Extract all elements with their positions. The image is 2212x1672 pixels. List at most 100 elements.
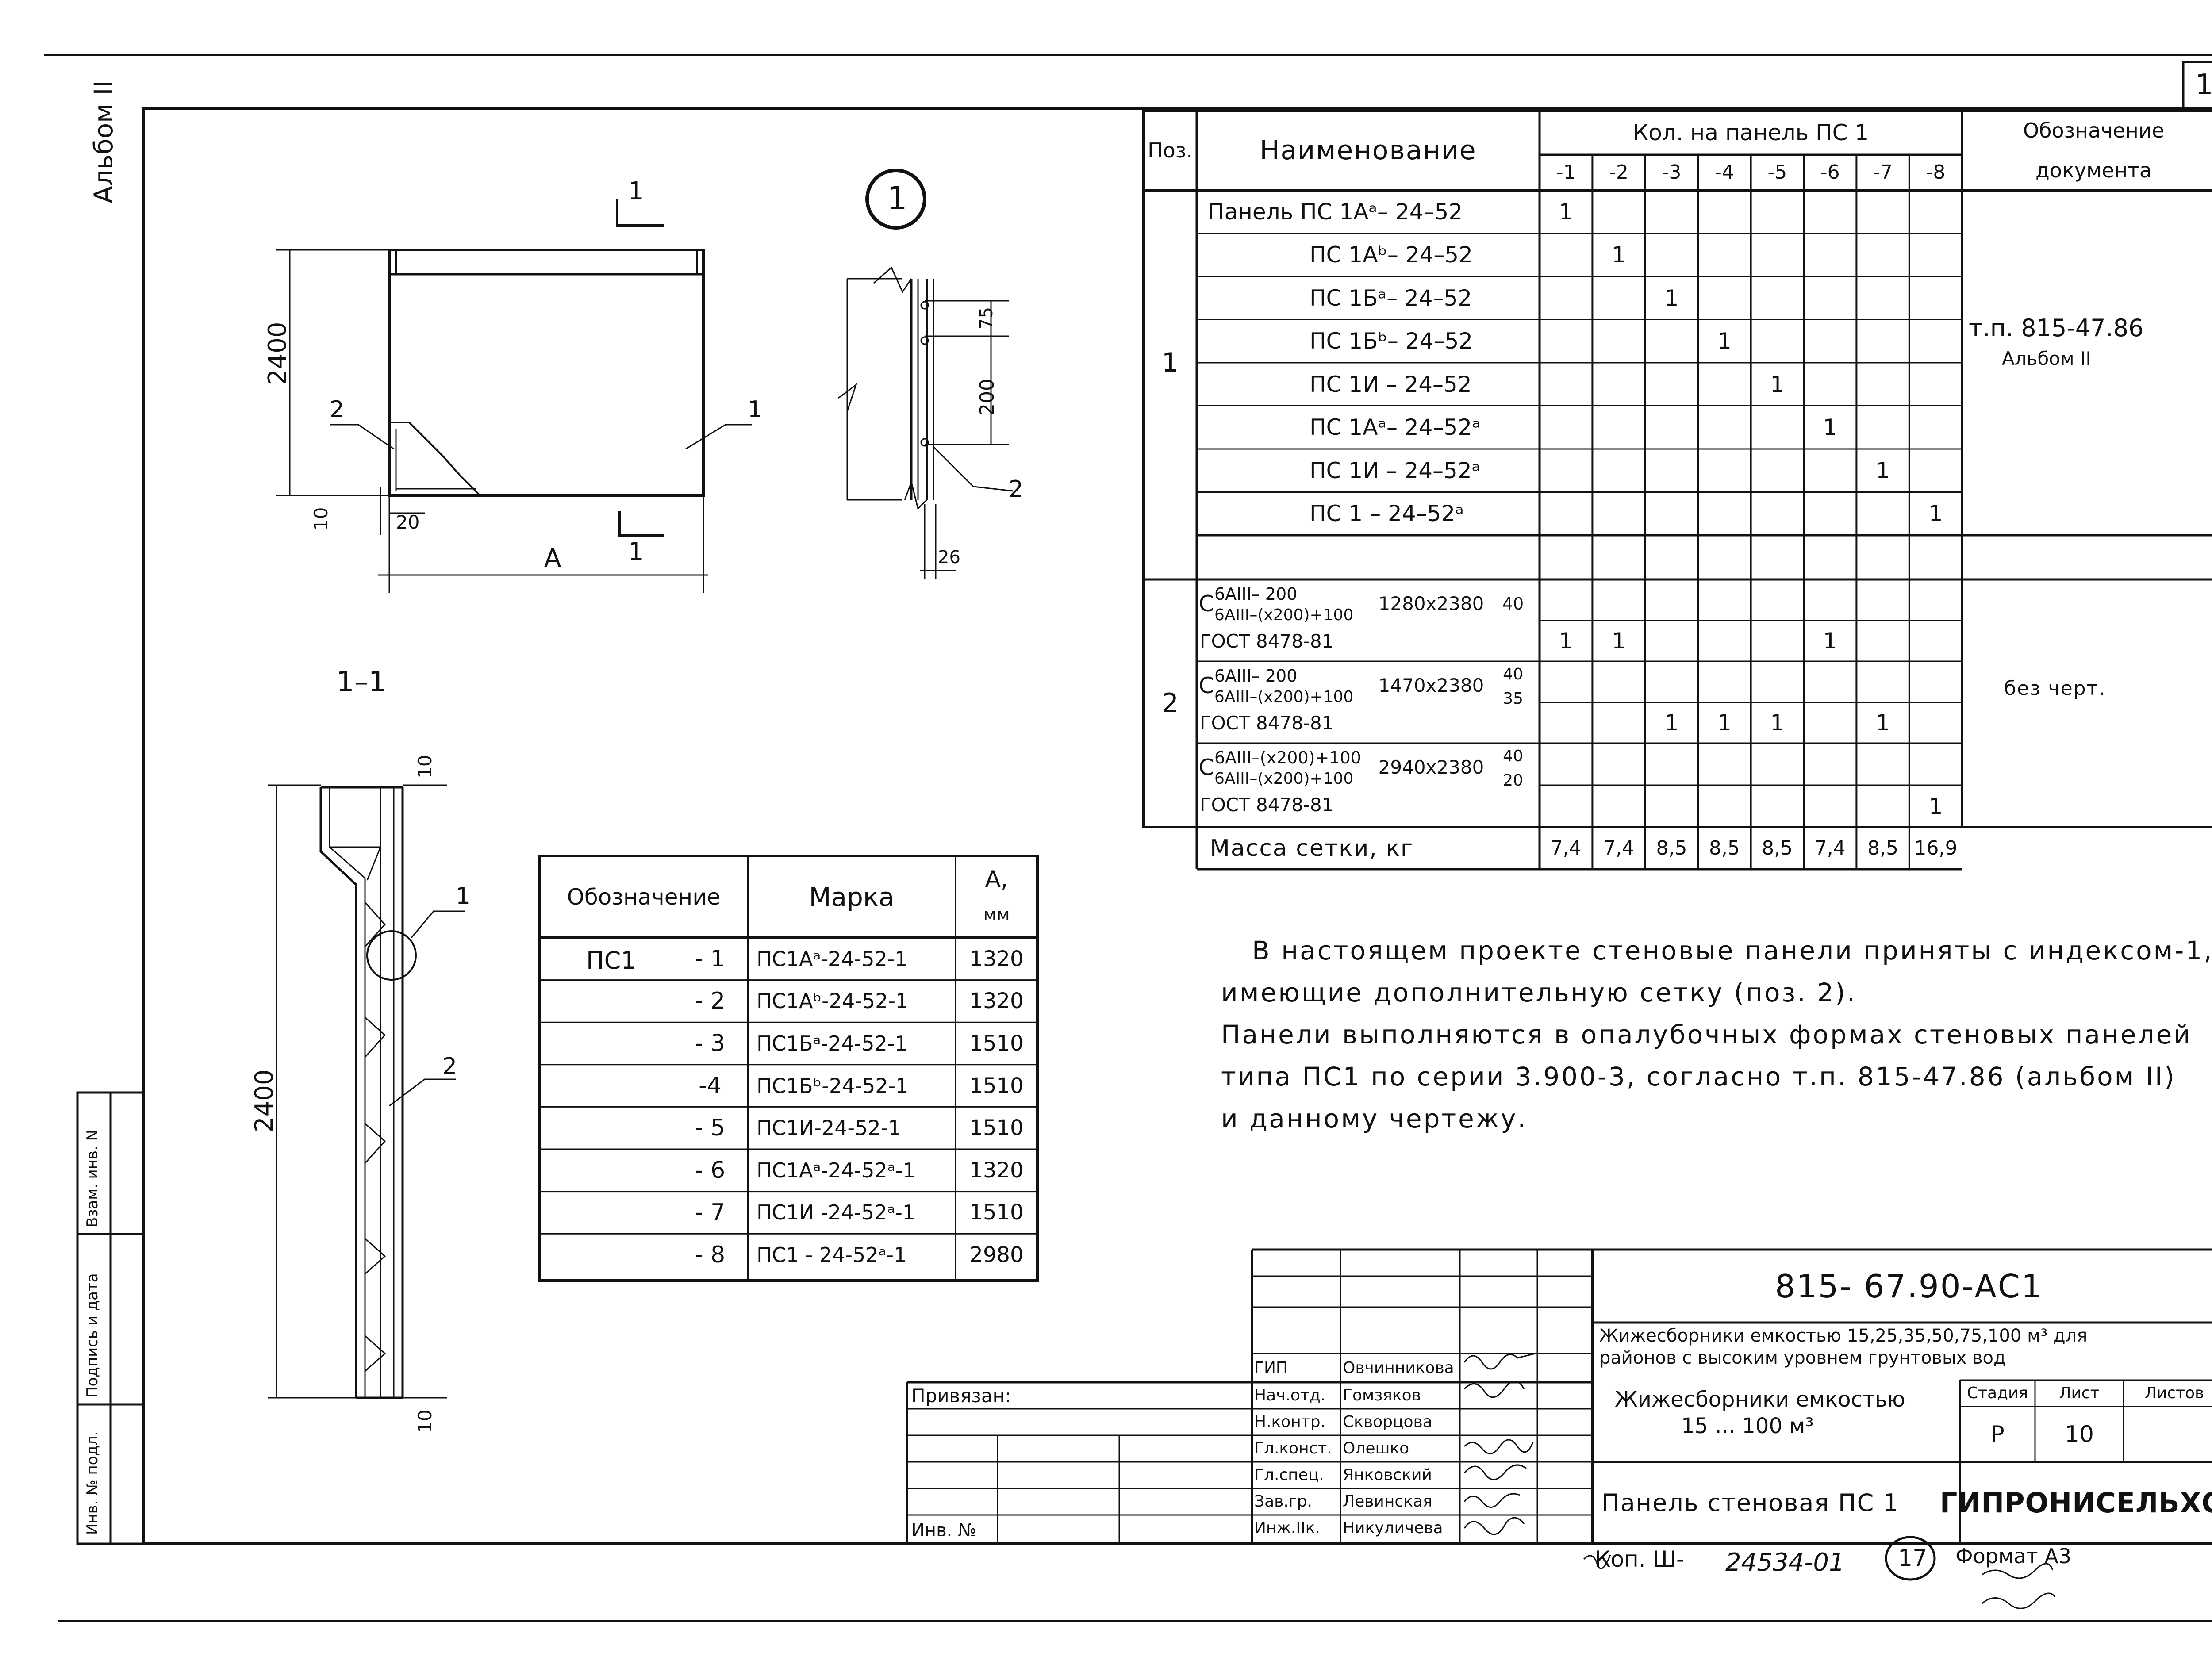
spec-qty-col-header: -2 <box>1609 161 1629 184</box>
marks-row-a: 1510 <box>969 1073 1024 1098</box>
marks-row-index: - 5 <box>695 1115 726 1142</box>
staff-role: Н.контр. <box>1254 1413 1326 1431</box>
spec-header-doc-1: Обозначение <box>2023 119 2165 142</box>
marks-header-mark: Марка <box>809 882 895 912</box>
marks-row-index: - 3 <box>695 1030 726 1057</box>
spec-mass-value: 8,5 <box>1867 836 1899 859</box>
staff-name: Гомзяков <box>1343 1386 1421 1404</box>
spec-mass-value: 7,4 <box>1814 836 1846 859</box>
view-marker: 1 <box>887 180 907 217</box>
spec-panel-name: Панель ПС 1Аᵃ– 24–52 <box>1208 199 1463 225</box>
spec-qty-col-header: -1 <box>1556 161 1576 184</box>
sec-dim-10-top: 10 <box>414 755 436 778</box>
title-code: 815- 67.90-АС1 <box>1775 1267 2043 1305</box>
spec-mesh-pitch: 40 <box>1503 747 1523 765</box>
sec-callout-1: 1 <box>456 883 471 909</box>
spec-mesh-qty: 1 <box>1823 628 1837 654</box>
spec-panel-qty: 1 <box>1612 242 1626 268</box>
spec-mesh-qty: 1 <box>1717 709 1732 736</box>
staff-role: Нач.отд. <box>1254 1386 1326 1404</box>
spec-mesh-qty: 1 <box>1664 709 1679 736</box>
marks-row-mark: ПС1Аᵇ-24-52-1 <box>757 989 909 1013</box>
marks-row-index: - 6 <box>695 1157 726 1184</box>
callout-2: 2 <box>330 396 345 423</box>
section-mark-bottom: 1 <box>628 537 644 566</box>
staff-role: Гл.конст. <box>1254 1439 1332 1457</box>
note-line: Панели выполняются в опалубочных формах … <box>1221 1020 2192 1050</box>
spec-mass-value: 16,9 <box>1914 836 1958 859</box>
marks-row-a: 1510 <box>969 1200 1024 1225</box>
marks-row-index: - 7 <box>695 1199 726 1226</box>
spec-mesh-gost: ГОСТ 8478-81 <box>1200 630 1334 652</box>
strip-vzam-inv: Взам. инв. N <box>84 1130 101 1227</box>
spec-header-pos: Поз. <box>1148 138 1193 162</box>
marks-header-a-unit: мм <box>983 904 1010 925</box>
staff-role: Зав.гр. <box>1254 1492 1313 1511</box>
sheet-number: 16 <box>2195 69 2212 101</box>
spec-mesh-qty: 1 <box>1876 709 1890 736</box>
spec-qty-col-header: -4 <box>1714 161 1734 184</box>
staff-name: Олешко <box>1343 1439 1409 1457</box>
sec-dim-height: 2400 <box>250 1069 279 1132</box>
spec-panel-qty: 1 <box>1717 328 1732 354</box>
spec-header-doc-2: документа <box>2035 158 2152 182</box>
side-callout-2: 2 <box>1009 476 1024 502</box>
footer-copy: Коп. Ш- <box>1595 1546 1685 1572</box>
spec-mass-value: 8,5 <box>1762 836 1793 859</box>
title-stage: Р <box>1990 1421 2005 1448</box>
signatures <box>1463 1353 2056 1609</box>
spec-panel-qty: 1 <box>1823 414 1837 441</box>
sec-callout-2: 2 <box>442 1053 457 1080</box>
title-project-2: районов с высоким уровнем грунтовых вод <box>1599 1348 2006 1368</box>
section-title: 1–1 <box>336 666 387 698</box>
title-sheet: 10 <box>2064 1421 2094 1448</box>
staff-name: Левинская <box>1343 1492 1432 1511</box>
spec-panel-name: ПС 1Бᵃ– 24–52 <box>1310 285 1472 311</box>
spec-mesh-qty: 1 <box>1612 628 1626 654</box>
spec-mesh-pitch: 40 <box>1503 665 1523 683</box>
note-line: В настоящем проекте стеновые панели прин… <box>1252 936 2212 966</box>
spec-panel-qty: 1 <box>1928 501 1943 527</box>
spec-mass-value: 7,4 <box>1603 836 1635 859</box>
marks-row-index: -4 <box>699 1072 722 1099</box>
spec-panel-qty: 1 <box>1664 285 1679 311</box>
title-sheets <box>2124 1407 2212 1462</box>
spec-doc-panels-2: Альбом II <box>2002 348 2091 369</box>
title-object-1: Жижесборники емкостью <box>1615 1387 1905 1412</box>
spec-panel-name: ПС 1Аᵃ– 24–52ᵃ <box>1310 414 1481 441</box>
marks-row-a: 1320 <box>969 1158 1024 1183</box>
spec-mesh-den: 6АIII–(х200)+100 <box>1214 769 1354 788</box>
dim-a: А <box>544 544 561 573</box>
side-dim-75: 75 <box>976 307 997 330</box>
spec-qty-col-header: -5 <box>1767 161 1787 184</box>
staff-name: Янковский <box>1343 1466 1432 1484</box>
spec-mesh-num: 6АIII– 200 <box>1214 666 1298 686</box>
spec-pos-2: 2 <box>1161 688 1179 719</box>
title-h-sheet: Лист <box>2059 1384 2100 1402</box>
marks-row-index: - 2 <box>695 988 726 1015</box>
spec-panel-name: ПС 1Аᵇ– 24–52 <box>1310 242 1473 268</box>
staff-role: ГИП <box>1254 1358 1288 1377</box>
spec-panel-name: ПС 1И – 24–52 <box>1310 371 1472 397</box>
dim-20: 20 <box>396 511 420 533</box>
note-line: имеющие дополнительную сетку (поз. 2). <box>1221 978 1857 1008</box>
marks-row-a: 1320 <box>969 989 1024 1014</box>
spec-mesh-pitch2: 20 <box>1503 771 1523 790</box>
marks-row-mark: ПС1Аᵃ-24-52ᵃ-1 <box>757 1158 916 1182</box>
spec-mesh-c: С <box>1198 591 1214 617</box>
marks-row-mark: ПС1Бᵇ-24-52-1 <box>757 1074 909 1098</box>
spec-mesh-den: 6АIII–(х200)+100 <box>1214 687 1354 706</box>
footer-copy-number: 24534-01 <box>1725 1548 1845 1577</box>
marks-row-index: - 1 <box>695 945 726 972</box>
footer-format: Формат А3 <box>1955 1544 2071 1568</box>
callout-1: 1 <box>748 396 763 423</box>
spec-mesh-pitch2: 35 <box>1503 690 1523 708</box>
spec-qty-col-header: -3 <box>1662 161 1682 184</box>
staff-name: Никуличева <box>1343 1519 1443 1537</box>
side-dim-26: 26 <box>938 547 960 568</box>
spec-doc-meshes: без черт. <box>2004 677 2106 700</box>
spec-panel-qty: 1 <box>1876 457 1890 483</box>
spec-mesh-c: С <box>1198 755 1214 780</box>
note-line: типа ПС1 по серии 3.900-3, согласно т.п.… <box>1221 1062 2176 1092</box>
